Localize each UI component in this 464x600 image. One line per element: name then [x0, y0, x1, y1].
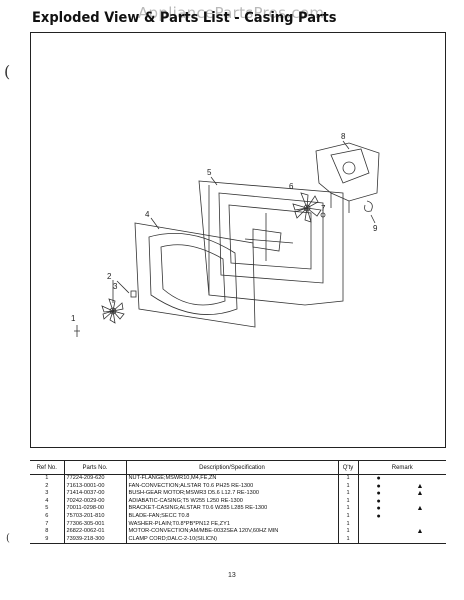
cell-qty: 1 [337, 482, 358, 491]
cell-remark: ● [357, 474, 446, 483]
triangle-icon: ▲ [416, 482, 424, 490]
cell-part: 75703-201-810 [63, 512, 126, 521]
page-number: 13 [228, 572, 236, 579]
dot-icon: ● [376, 482, 381, 490]
cell-part: 77224-209-620 [63, 474, 126, 483]
callout-9: 9 [373, 224, 378, 233]
callout-6: 6 [289, 182, 294, 191]
adiabatic-casing [134, 222, 256, 328]
cell-ref: 9 [30, 535, 64, 545]
cell-desc: CLAMP CORD;DALC-2-10(SILICN) [125, 535, 338, 545]
cell-part: 26822-0062-01 [63, 528, 126, 536]
convection-fan [101, 298, 125, 324]
col-header-remark: Remark [357, 460, 446, 475]
cell-ref: 3 [45, 490, 49, 497]
cell-qty: 1 [337, 490, 358, 498]
cell-ref: 7 [45, 520, 49, 527]
cell-remark: ●▲ [357, 490, 446, 498]
page-title: Exploded View & Parts List - Casing Part… [32, 10, 337, 26]
cell-remark: ●▲ [357, 482, 446, 491]
cell-ref: 8 [45, 528, 49, 535]
cell-ref: 2 [45, 482, 49, 489]
cell-ref: 1 [45, 475, 49, 481]
table-row: 9 73939-218-300 CLAMP CORD;DALC-2-10(SIL… [30, 535, 446, 545]
cell-desc: ADIABATIC-CASING;T5 W255 L250 RE-1300 [125, 497, 338, 506]
dot-icon: ● [376, 512, 381, 520]
callout-3: 3 [113, 282, 118, 291]
cell-part: 70242-0029-00 [63, 497, 126, 506]
callout-5: 5 [207, 168, 212, 177]
cell-desc: BRACKET-CASING;ALSTAR T0.6 W285 L285 RE-… [125, 505, 338, 513]
cell-desc: BUSH-GEAR MOTOR;MSWR3 D5.6 L12.7 RE-1300 [125, 490, 338, 498]
callout-7: 7 [321, 204, 326, 213]
cell-remark: ● [357, 497, 446, 506]
clamp-cord [364, 200, 373, 212]
cell-desc: FAN-CONVECTION;ALSTAR T0.6 PH25 RE-1300 [125, 482, 338, 491]
motor-bracket [315, 142, 380, 202]
table-row: 7 77306-305-001 WASHER-PLAIN;T0.8*PB*PN1… [30, 520, 446, 529]
table-row: 4 70242-0029-00 ADIABATIC-CASING;T5 W255… [30, 497, 446, 506]
cell-qty: 1 [337, 512, 358, 521]
gear-motor-bush [130, 290, 137, 298]
cell-part: 71414-0037-00 [63, 490, 126, 498]
callout-4: 4 [145, 210, 150, 219]
cell-qty: 1 [337, 520, 358, 529]
dot-icon: ● [376, 497, 381, 505]
table-row: 2 71613-0001-00 FAN-CONVECTION;ALSTAR T0… [30, 482, 446, 491]
triangle-icon: ▲ [416, 505, 424, 513]
cell-part: 77306-305-001 [63, 520, 126, 529]
cell-remark: ●▲ [357, 505, 446, 513]
cell-remark [357, 535, 446, 545]
callout-8: 8 [341, 132, 346, 141]
margin-mark: ( [4, 62, 11, 81]
callout-2: 2 [107, 272, 112, 281]
cell-part: 71613-0001-00 [63, 482, 126, 491]
cell-ref: 5 [45, 505, 49, 512]
exploded-view-drawing: 1 2 3 4 5 6 7 8 9 [71, 132, 380, 337]
table-row: 5 70011-0298-00 BRACKET-CASING;ALSTAR T0… [30, 505, 446, 513]
table-header-row: Ref No. Parts No. Description/Specificat… [30, 460, 446, 475]
triangle-icon: ▲ [416, 490, 424, 498]
parts-list-table: Ref No. Parts No. Description/Specificat… [30, 460, 446, 545]
table-row: 1 77224-209-620 NUT-FLANGE;MSWR10,M4,FE,… [30, 474, 446, 483]
dot-icon: ● [376, 505, 381, 513]
cell-desc: WASHER-PLAIN;T0.8*PB*PN12 FE,ZY1 [125, 520, 338, 529]
cell-qty: 1 [337, 497, 358, 506]
triangle-icon: ▲ [416, 528, 424, 536]
watermark: AppliancePartsPros.com [138, 4, 325, 22]
cell-qty: 1 [337, 528, 358, 536]
cell-qty: 1 [337, 535, 358, 545]
col-header-ref: Ref No. [30, 460, 64, 475]
col-header-desc: Description/Specification [125, 460, 338, 475]
bracket-casing [198, 180, 344, 306]
cell-qty: 1 [337, 474, 358, 483]
table-row: 8 26822-0062-01 MOTOR-CONVECTION;AM/MBE-… [30, 528, 446, 536]
cell-ref: 4 [45, 497, 49, 504]
dot-icon: ● [376, 475, 381, 482]
margin-mark: ( [6, 533, 10, 544]
flange-nut [74, 325, 80, 337]
dot-icon: ● [376, 490, 381, 498]
cell-desc: BLADE-FAN;SECC T0.8 [125, 512, 338, 521]
cell-part: 73939-218-300 [63, 535, 126, 545]
callout-1: 1 [71, 314, 76, 323]
fan-blade [292, 192, 322, 223]
cell-ref: 6 [45, 512, 49, 519]
motor-hub [342, 161, 356, 175]
cell-desc: NUT-FLANGE;MSWR10,M4,FE,ZN [125, 474, 338, 483]
table-row: 3 71414-0037-00 BUSH-GEAR MOTOR;MSWR3 D5… [30, 490, 446, 498]
table-row: 6 75703-201-810 BLADE-FAN;SECC T0.8 1 ● [30, 512, 446, 521]
cell-desc: MOTOR-CONVECTION;AM/MBE-0032SEA 120V,60H… [125, 528, 338, 536]
col-header-part: Parts No. [63, 460, 126, 475]
col-header-qty: Q'ty [337, 460, 358, 475]
exploded-view-diagram: 1 2 3 4 5 6 7 8 9 [30, 32, 446, 448]
cell-remark: ▲ [357, 528, 446, 536]
cell-part: 70011-0298-00 [63, 505, 126, 513]
cell-remark [357, 520, 446, 529]
cell-remark: ● [357, 512, 446, 521]
cell-qty: 1 [337, 505, 358, 513]
